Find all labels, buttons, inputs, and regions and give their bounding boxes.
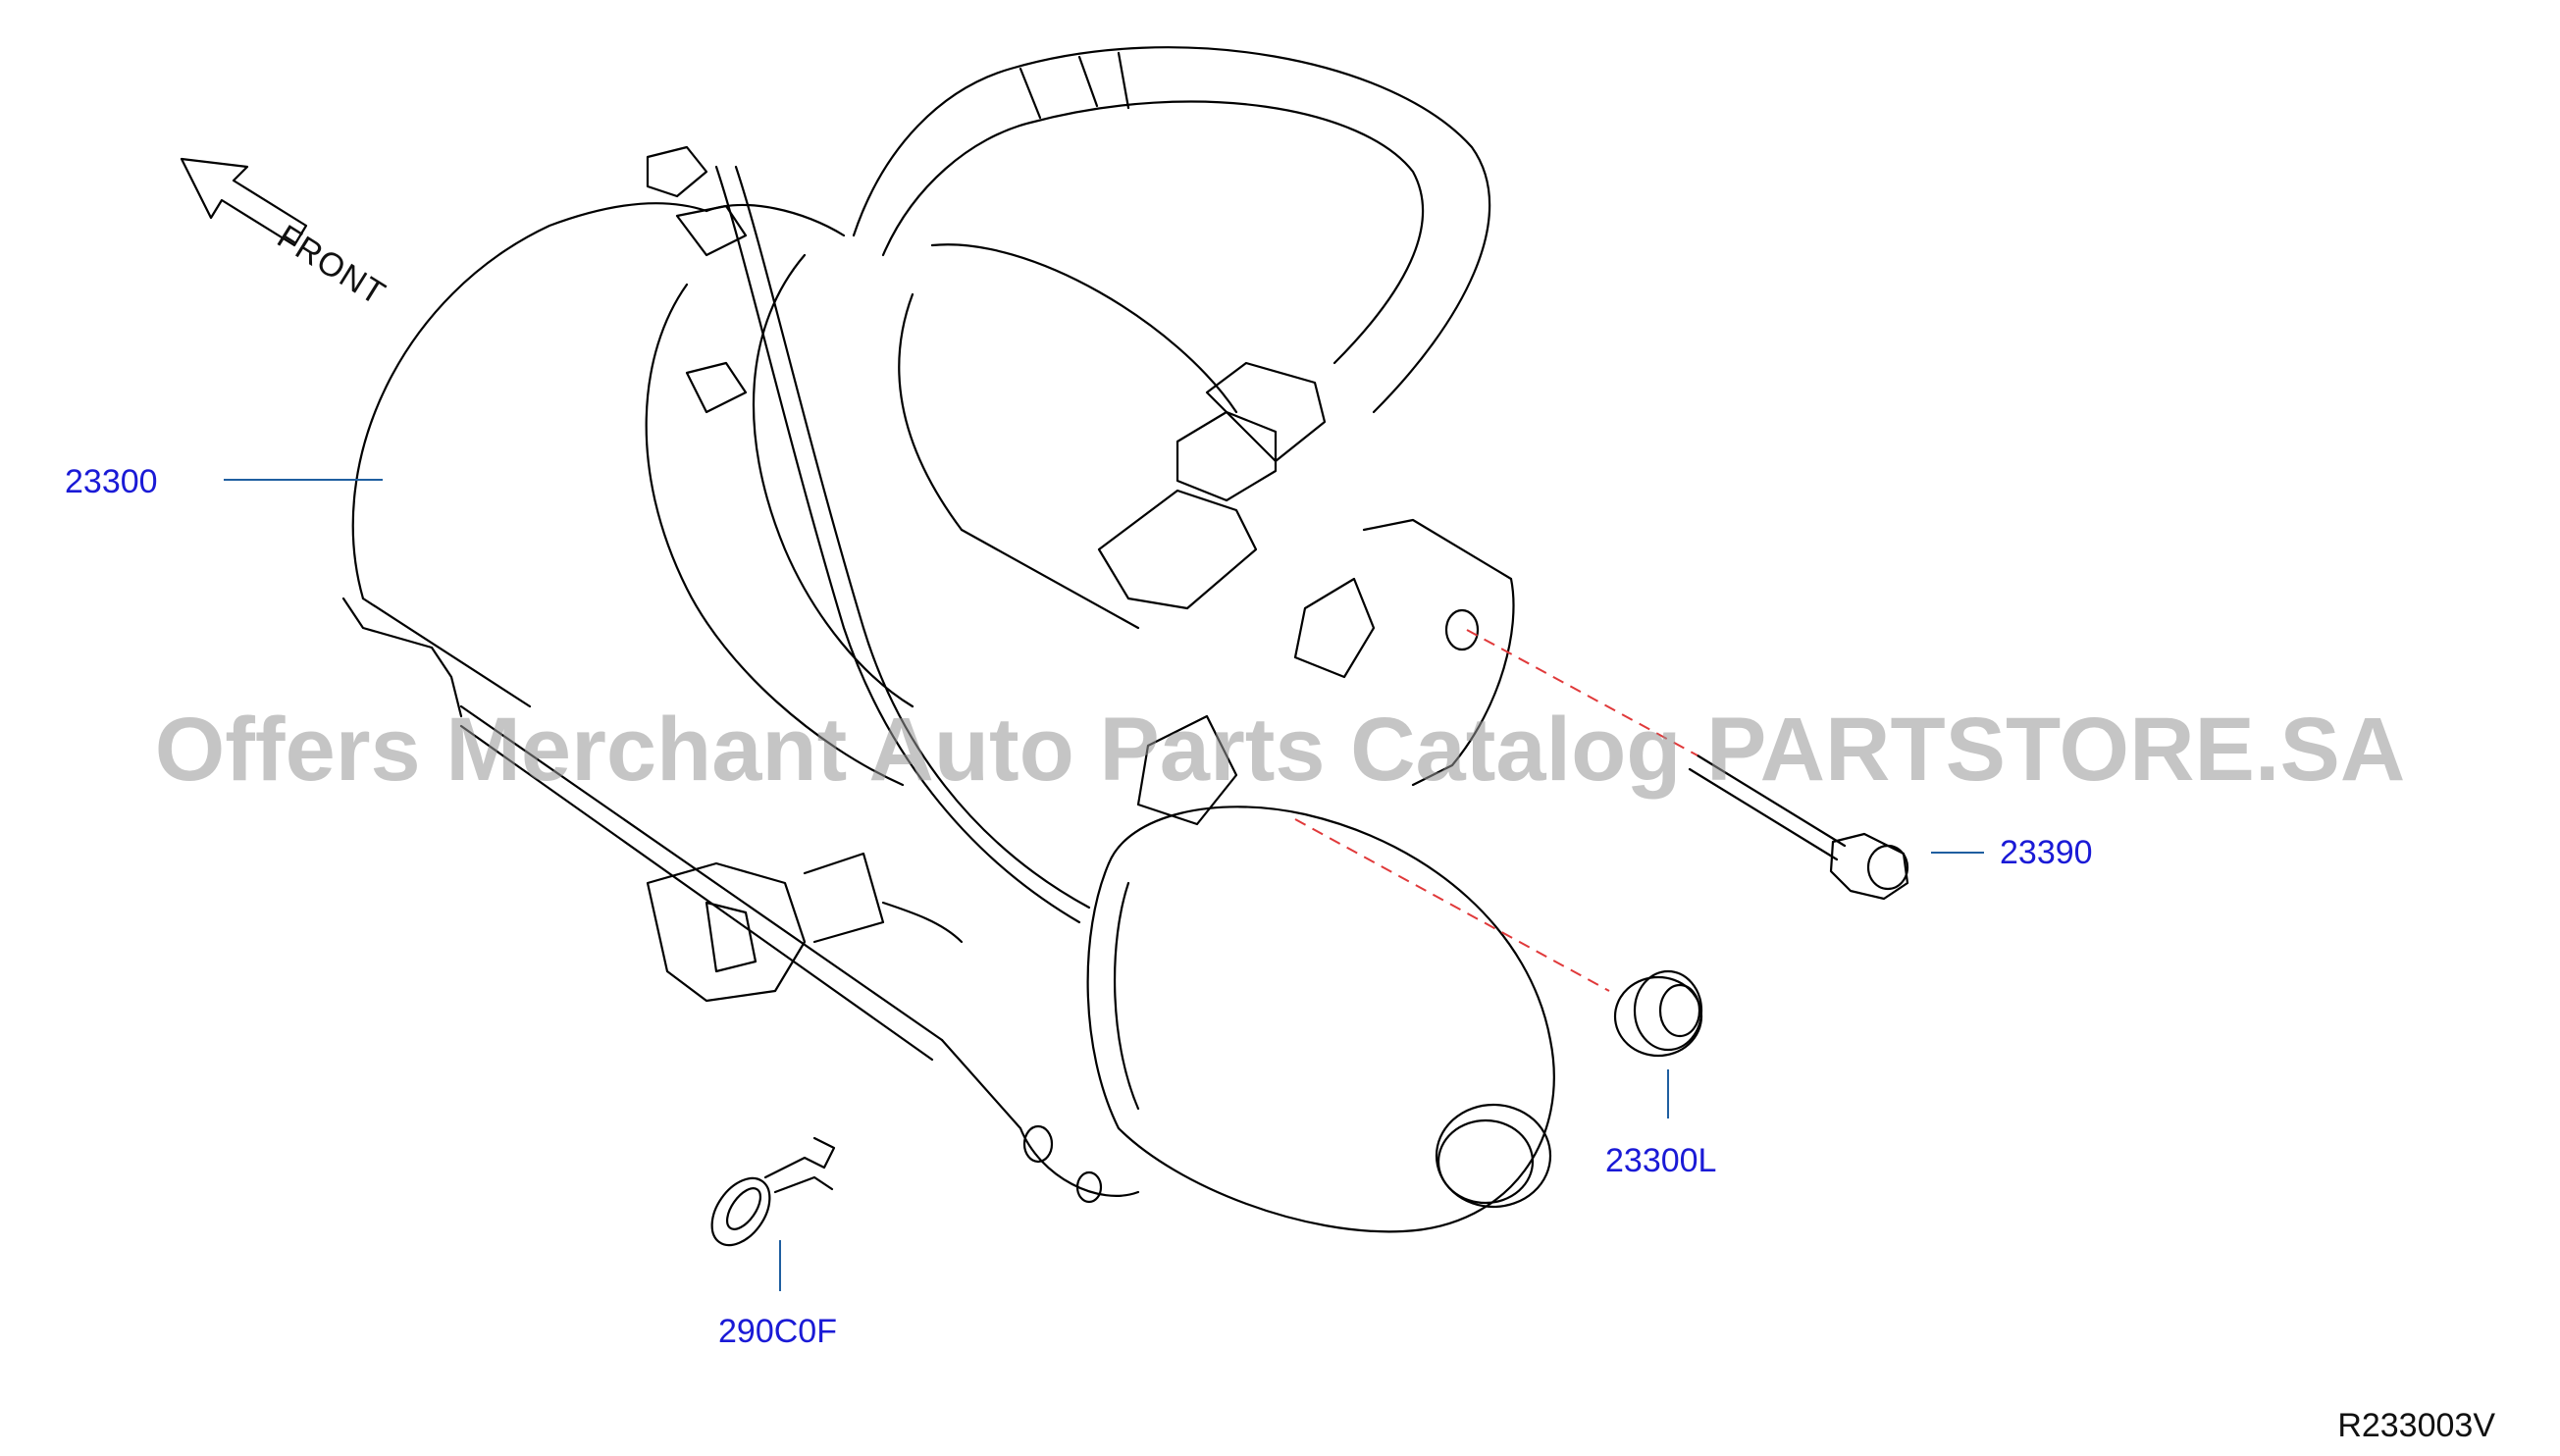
leader-lines	[224, 479, 1984, 1291]
bolt-drawing	[1688, 754, 1909, 901]
callout-nut[interactable]: 23300L	[1605, 1142, 1717, 1179]
diagram-code: R233003V	[2337, 1407, 2495, 1444]
starter-motor-body	[341, 46, 1555, 1233]
callout-bolt[interactable]: 23390	[2000, 834, 2093, 871]
callout-clip[interactable]: 290C0F	[718, 1313, 837, 1350]
front-arrow-icon	[180, 157, 308, 247]
clip-drawing	[710, 1136, 836, 1247]
callout-starter-motor[interactable]: 23300	[65, 463, 158, 500]
alignment-lines	[1294, 629, 1698, 992]
nut-drawing	[1613, 969, 1703, 1058]
